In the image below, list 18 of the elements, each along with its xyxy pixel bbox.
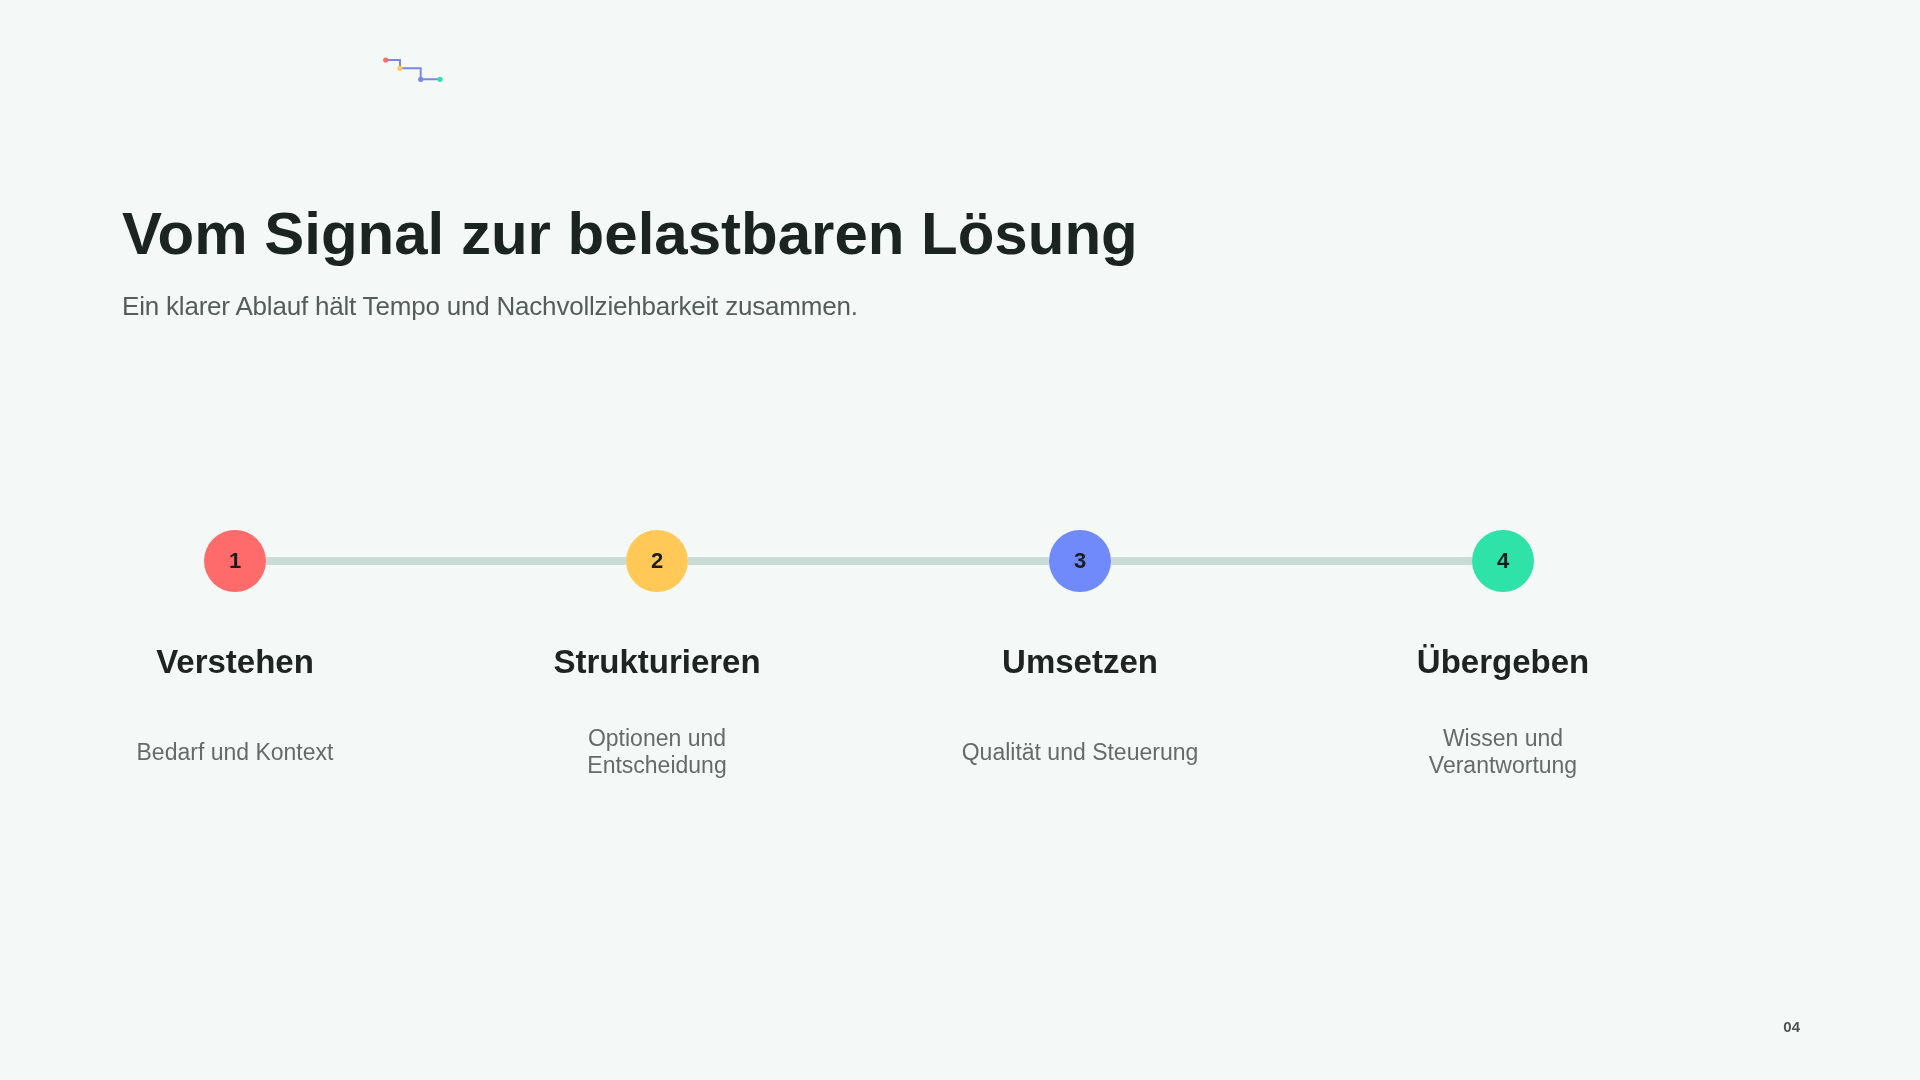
step-description: Wissen und Verantwortung <box>1427 725 1579 779</box>
step-heading: Verstehen <box>156 644 314 680</box>
connector-line <box>266 557 626 565</box>
step-heading: Umsetzen <box>1002 644 1158 680</box>
step-number: 1 <box>228 550 242 572</box>
step-number: 4 <box>1496 550 1510 572</box>
step-number: 2 <box>650 550 664 572</box>
step-description: Qualität und Steuerung <box>960 738 1200 766</box>
connector-line <box>688 557 1049 565</box>
step-number: 3 <box>1073 550 1087 572</box>
step-heading: Strukturieren <box>553 644 761 680</box>
step-description: Bedarf und Kontext <box>135 738 335 766</box>
subtitle: Ein klarer Ablauf hält Tempo und Nachvollziehbarkeit zusammen. <box>122 293 858 319</box>
step-heading: Übergeben <box>1416 644 1590 680</box>
page-number: 04 <box>1783 1019 1800 1035</box>
slide-title: Vom Signal zur belastbaren Lösung <box>122 204 1138 264</box>
connector-line <box>1111 557 1472 565</box>
step-description: Optionen und Entscheidung <box>586 725 728 779</box>
